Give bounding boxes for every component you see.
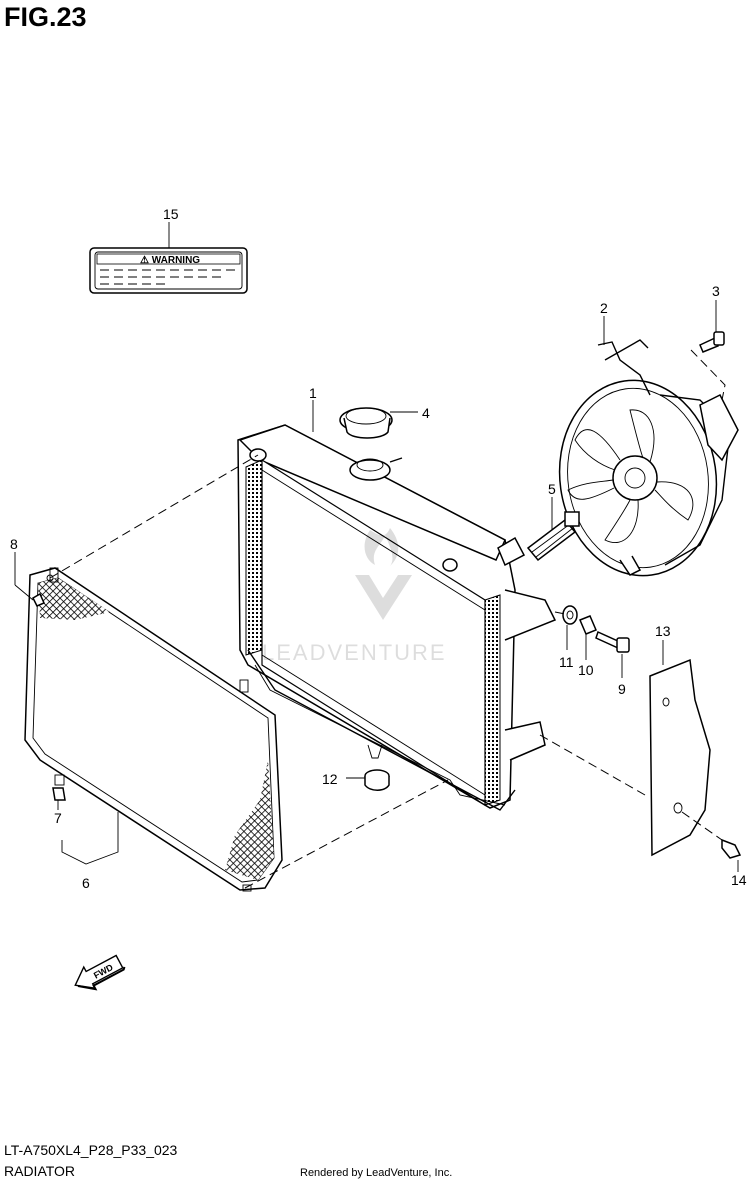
leadventure-watermark: LEADVENTURE [262,528,447,665]
callout-15: 15 [163,206,179,222]
warning-label: ⚠ WARNING [89,247,248,294]
rivet-8 [32,592,45,607]
callout-numbers: 15 1 4 2 3 5 8 11 10 9 13 12 14 7 6 [10,206,747,891]
callout-9: 9 [618,681,626,697]
model-code: LT-A750XL4_P28_P33_023 [4,1142,178,1158]
radiator-core [237,424,557,811]
thermo-switch [526,511,580,562]
radiator-cap [339,407,393,439]
callout-13: 13 [655,623,671,639]
render-credit: Rendered by LeadVenture, Inc. [300,1167,453,1179]
callout-1: 1 [309,385,317,401]
callout-10: 10 [578,662,594,678]
collar-10 [579,615,597,635]
diagram-name: RADIATOR [4,1163,76,1179]
callout-3: 3 [712,283,720,299]
callout-11: 11 [559,654,574,670]
callout-6: 6 [82,875,90,891]
callout-8: 8 [10,536,18,552]
cooling-fan-assembly [558,339,739,577]
side-cover-13 [649,658,711,857]
clip-7 [52,787,66,801]
radiator-net-shroud [24,567,283,892]
callout-4: 4 [422,405,430,421]
clip-14 [721,838,742,859]
grommet-12 [364,769,390,791]
callout-5: 5 [548,481,556,497]
forward-direction-arrow: FWD [74,954,126,991]
callout-7: 7 [54,810,62,826]
watermark-text: LEADVENTURE [262,640,447,665]
figure-title: FIG.23 [4,2,87,32]
assembly-lines [49,349,726,889]
cushion-11 [562,605,578,625]
callout-leaders [14,222,739,872]
bolt-9 [595,630,630,653]
callout-2: 2 [600,300,608,316]
warning-label-text: ⚠ WARNING [140,255,200,266]
callout-12: 12 [322,771,338,787]
callout-14: 14 [731,872,747,888]
bolt-3 [699,331,725,353]
